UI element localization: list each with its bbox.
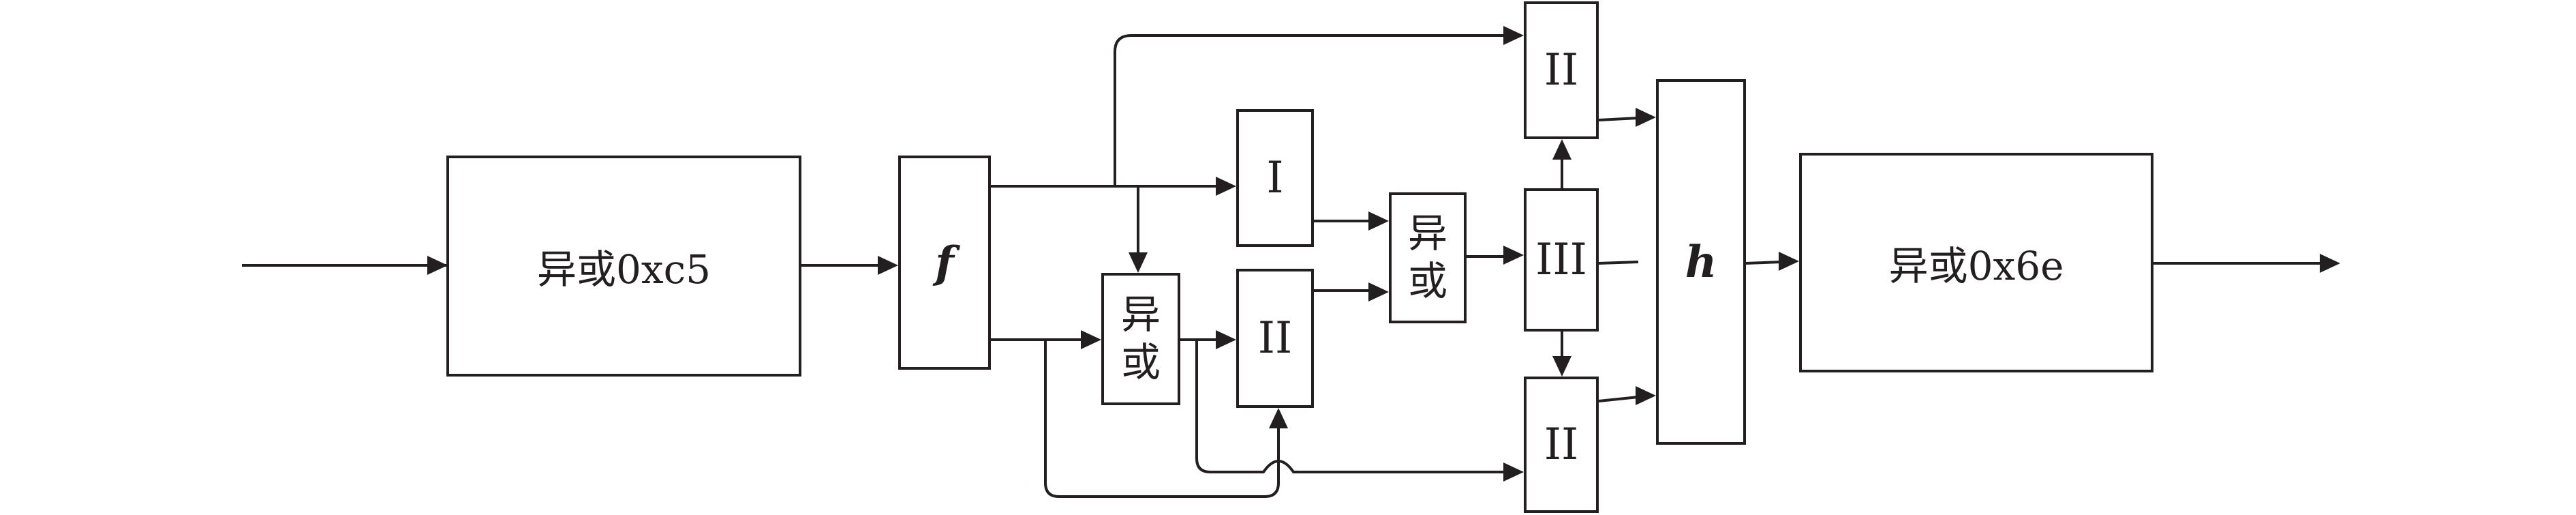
wire-round-III-h [1598, 261, 1639, 265]
round-II-top-label: II [1544, 45, 1579, 95]
round-II-bottom-label: II [1544, 420, 1579, 470]
xor-right-block: 异或 [1389, 192, 1467, 323]
xor-0x6e-label: 异或0x6e [1888, 243, 2064, 289]
wire-xor-mid-round-II-bottom [1195, 340, 1506, 473]
f-block: f [898, 156, 991, 370]
xor-right-label: 异或 [1407, 210, 1447, 304]
round-I-block: I [1236, 109, 1314, 247]
h-label: h [1685, 236, 1717, 288]
wire-round-II-top-h [1598, 117, 1639, 121]
round-II-mid-label: II [1257, 313, 1293, 364]
wire-h-xor6e [1745, 261, 1782, 265]
round-II-bottom-block: II [1524, 377, 1599, 513]
wire-f-bottom-loop [1044, 340, 1280, 498]
round-III-label: III [1535, 235, 1587, 285]
xor-mid-block: 异或 [1101, 273, 1180, 405]
input-arrowhead [427, 256, 448, 275]
xor-0xc5-block: 异或0xc5 [446, 156, 801, 377]
wire-f-round-II-top [1114, 34, 1506, 186]
round-II-top-block: II [1524, 1, 1599, 139]
h-block: h [1656, 79, 1746, 445]
xor-0x6e-block: 异或0x6e [1799, 153, 2153, 372]
round-I-label: I [1266, 153, 1284, 203]
f-label: f [935, 237, 954, 289]
wire-round-II-bottom-h [1598, 396, 1639, 402]
round-II-mid-block: II [1236, 269, 1314, 408]
round-III-block: III [1524, 188, 1599, 332]
xor-mid-label: 异或 [1120, 291, 1161, 385]
xor-0xc5-label: 异或0xc5 [537, 246, 711, 293]
